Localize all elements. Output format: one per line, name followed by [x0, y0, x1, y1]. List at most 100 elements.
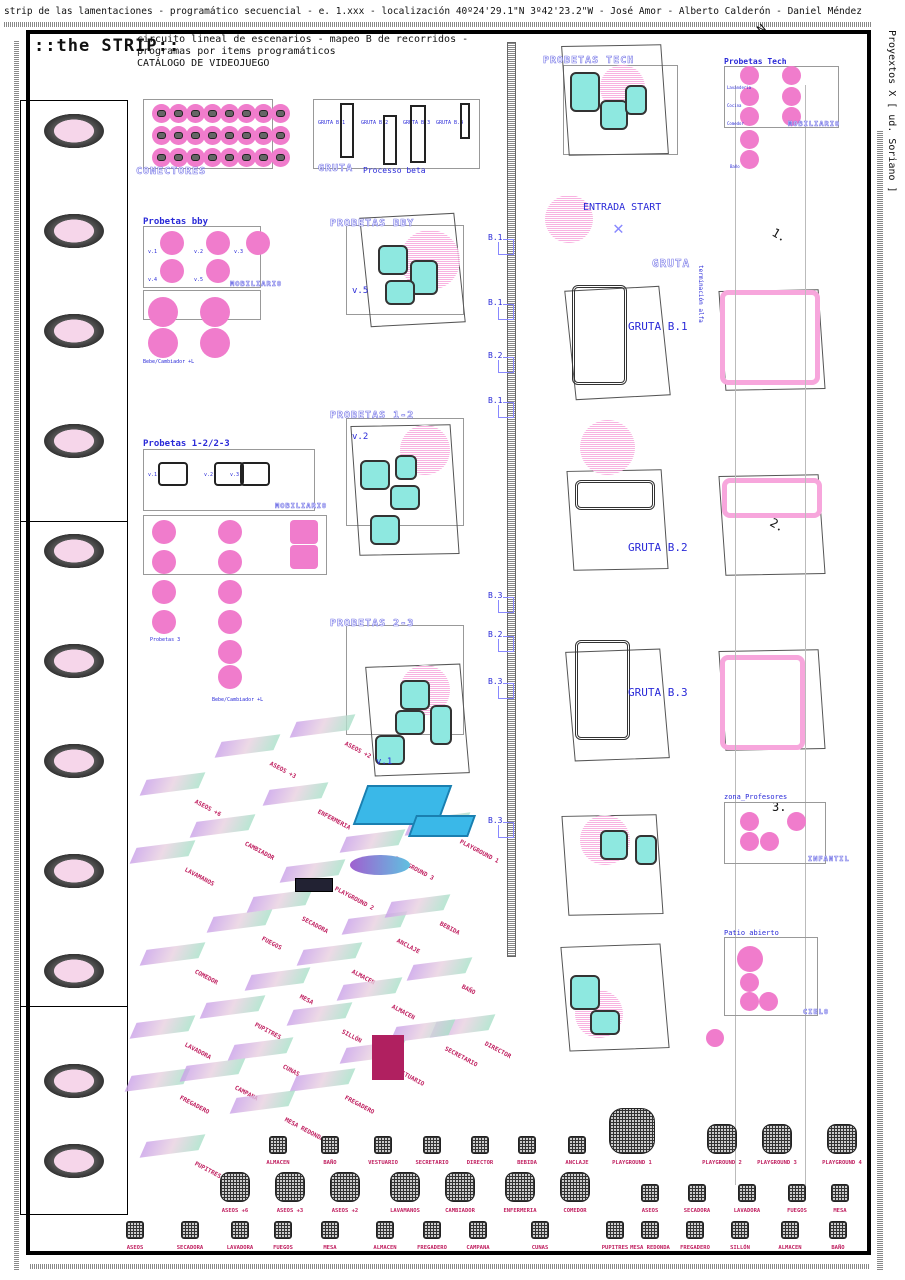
playground-3-model	[350, 855, 410, 875]
catalog-piece	[781, 1221, 799, 1239]
divider	[21, 521, 127, 522]
poster-title-line: strip de las lamentaciones - programátic…	[4, 6, 862, 17]
connector-piece	[271, 104, 290, 123]
tech-item	[740, 66, 759, 85]
catalog-piece	[568, 1136, 586, 1154]
catalog-piece	[330, 1172, 360, 1202]
probeta-module	[385, 280, 415, 305]
mobiliario-label: MOBILIARIO	[230, 280, 283, 289]
strip-route-bar	[507, 42, 516, 957]
catalog-label: COMEDOR	[563, 1208, 587, 1214]
conectores-panel	[143, 99, 290, 169]
catalog-label: ASEOS	[641, 1208, 659, 1214]
probetas-12-label: PROBETAS 1-2	[330, 410, 415, 422]
catalog-label: PLAYGROUND 2	[702, 1160, 742, 1166]
strip-scene-thumbnail	[39, 851, 109, 891]
playground-2-model	[295, 878, 333, 892]
bby-item	[200, 328, 230, 358]
catalog-label: SILLÓN	[730, 1245, 750, 1251]
tech-item	[740, 130, 759, 149]
tech-item	[740, 107, 759, 126]
p123-caption: Bebe/Cambiador +L	[212, 697, 264, 703]
strip-scene-thumbnail	[39, 951, 109, 991]
probetas-bby-title: Probetas bby	[143, 217, 209, 227]
gruta-path	[575, 480, 655, 510]
p123-version-thumb	[240, 462, 270, 486]
catalog-piece	[738, 1184, 756, 1202]
gruta-b3-label: GRUTA B.3	[628, 686, 688, 699]
catalog-label: MESA	[323, 1245, 337, 1251]
mobiliario-item	[218, 610, 242, 634]
tech-item-label: Cocina	[727, 103, 742, 108]
connector-piece	[169, 126, 188, 145]
probeta-module	[430, 705, 452, 745]
zona-item	[740, 832, 759, 851]
zona-item	[787, 812, 806, 831]
connector-shape	[174, 110, 183, 117]
mobiliario-item	[152, 610, 176, 634]
catalog-piece	[231, 1221, 249, 1239]
guide-line	[805, 85, 806, 1185]
catalog-piece	[471, 1136, 489, 1154]
catalog-piece	[609, 1108, 655, 1154]
terminacion-path	[720, 290, 820, 385]
route-marker: B.1	[487, 298, 504, 307]
catalog-piece	[707, 1124, 737, 1154]
catalog-label: ALMACEN	[373, 1245, 397, 1251]
catalog-piece	[390, 1172, 420, 1202]
catalog-piece	[423, 1221, 441, 1239]
mobiliario-item	[290, 545, 318, 569]
connector-piece	[203, 148, 222, 167]
probeta-module	[570, 72, 600, 112]
tech-item	[782, 66, 801, 85]
connector-shape	[191, 154, 200, 161]
catalog-piece	[641, 1221, 659, 1239]
connector-piece	[152, 126, 171, 145]
connector-shape	[191, 110, 200, 117]
catalog-label: MESA	[833, 1208, 847, 1214]
gruta-plan	[460, 103, 470, 139]
catalog-piece	[831, 1184, 849, 1202]
gruta-outline-label: GRUTA	[652, 257, 691, 271]
connector-piece	[237, 104, 256, 123]
patio-item	[759, 992, 778, 1011]
catalog-label: CAMBIADOR	[445, 1208, 475, 1214]
connector-piece	[271, 148, 290, 167]
probeta-module	[370, 515, 400, 545]
catalog-piece	[376, 1221, 394, 1239]
bby-item	[200, 297, 230, 327]
connector-shape	[276, 154, 285, 161]
version-label: v.5	[194, 277, 204, 283]
connector-shape	[242, 110, 251, 117]
gruta-plan	[340, 103, 354, 158]
catalog-piece	[445, 1172, 475, 1202]
probetas-tech-panel	[724, 66, 839, 128]
route-marker: B.2	[487, 351, 504, 360]
connector-piece	[220, 148, 239, 167]
route-marker: B.3	[487, 677, 504, 686]
subtitle-2: programas por items programáticos	[137, 46, 336, 57]
version-label: v.1	[148, 472, 158, 478]
tech-item-label: Baño	[730, 164, 740, 169]
guide-line	[735, 85, 736, 1185]
connector-shape	[242, 154, 251, 161]
bby-version-thumb	[206, 231, 230, 255]
tech-item	[740, 87, 759, 106]
connector-piece	[220, 104, 239, 123]
mobiliario-item	[218, 550, 242, 574]
subtitle-1: circuito lineal de escenarios - mapeo B …	[137, 34, 469, 45]
catalog-label: PLAYGROUND 4	[822, 1160, 862, 1166]
route-marker: B.1	[487, 233, 504, 242]
catalog-label: CUNAS	[531, 1245, 549, 1251]
connector-shape	[225, 154, 234, 161]
catalog-piece	[560, 1172, 590, 1202]
side-label: Proyextos X [ ud. Soriano ]	[886, 30, 897, 193]
connector-shape	[191, 132, 200, 139]
probeta-module	[395, 710, 425, 735]
probetas-123-mob-panel	[143, 515, 327, 575]
version-label: v.5	[352, 286, 369, 296]
mobiliario-item	[290, 520, 318, 544]
bby-version-thumb	[160, 259, 184, 283]
